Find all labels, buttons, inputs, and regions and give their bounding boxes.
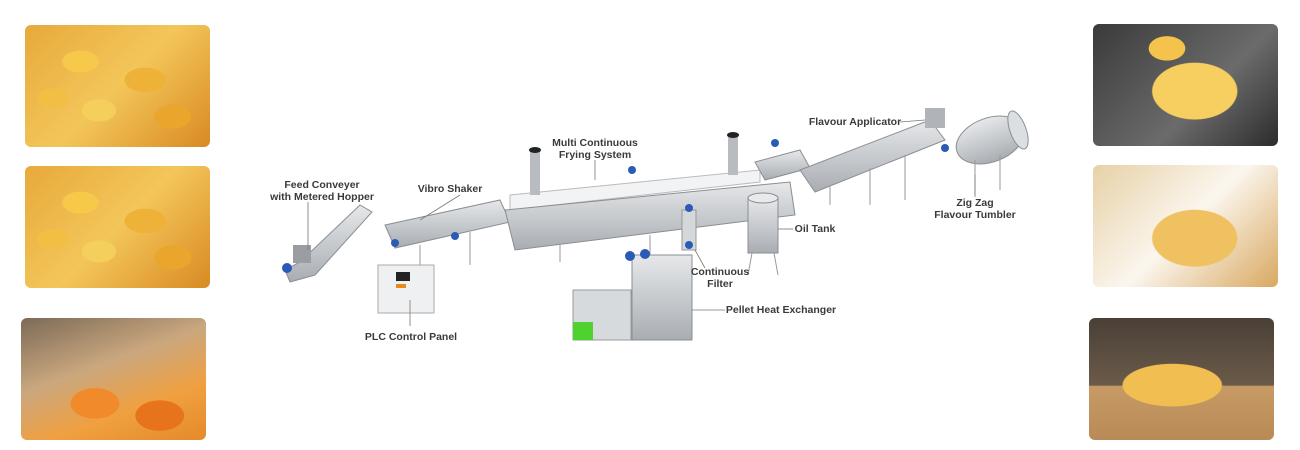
photo-chips-glass-bowl (1093, 24, 1278, 146)
flavour-tumbler (925, 108, 1029, 195)
label-continuous-filter: Continuous Filter (691, 266, 749, 290)
label-feed-conveyer: Feed Conveyer with Metered Hopper (270, 179, 374, 203)
oil-tank (747, 192, 779, 276)
label-plc-control-panel: PLC Control Panel (364, 331, 458, 343)
frying-system (504, 132, 796, 262)
pellet-heat-exchanger (572, 249, 693, 341)
continuous-filter (681, 204, 697, 251)
label-line: Continuous (690, 266, 750, 278)
label-oil-tank: Oil Tank (794, 223, 836, 235)
photo-potato-chips (25, 166, 210, 288)
feed-conveyer (282, 204, 373, 283)
label-pellet-heat-exchanger: Pellet Heat Exchanger (725, 304, 837, 316)
photo-chips-paper (1093, 165, 1278, 287)
label-line: Flavour Tumbler (934, 209, 1016, 221)
photo-seasoned-chips (25, 25, 210, 147)
inclined-conveyor (754, 119, 946, 205)
label-leader-lines (307, 119, 976, 326)
photo-chips-wooden-bowl (1089, 318, 1274, 440)
label-line: Feed Conveyer (284, 179, 360, 191)
label-line: Zig Zag (956, 197, 994, 209)
label-line: Multi Continuous (552, 137, 638, 149)
label-vibro-shaker: Vibro Shaker (417, 183, 483, 195)
vibro-shaker (384, 199, 511, 270)
plc-control-panel (377, 264, 435, 314)
label-flavour-tumbler: Zig Zag Flavour Tumbler (934, 197, 1015, 221)
label-line: Frying System (558, 149, 632, 161)
label-line: with Metered Hopper (270, 191, 374, 203)
label-flavour-applicator: Flavour Applicator (808, 116, 902, 128)
label-frying-system: Multi Continuous Frying System (552, 137, 638, 161)
photo-chips-bag (21, 318, 206, 440)
label-line: Filter (707, 278, 733, 290)
